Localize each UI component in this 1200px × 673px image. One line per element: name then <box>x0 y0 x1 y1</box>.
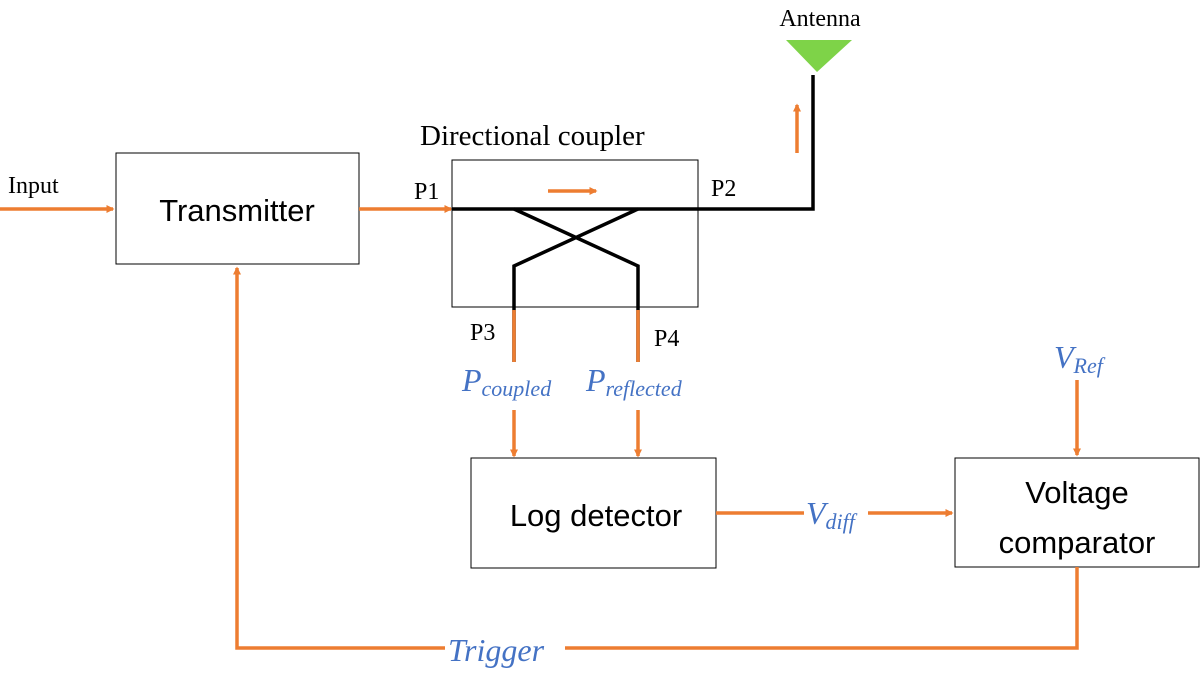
directional-coupler-block <box>451 159 699 308</box>
port-p4-label: P4 <box>654 326 679 352</box>
port-p3-label: P3 <box>470 320 495 346</box>
trigger-label: Trigger <box>448 632 545 668</box>
input-label: Input <box>8 173 59 199</box>
antenna-label: Antenna <box>779 6 861 32</box>
port-p2-label: P2 <box>711 176 736 202</box>
transmitter-block <box>115 152 360 265</box>
v-ref-label: VRef <box>1054 339 1106 378</box>
through-line <box>452 75 815 211</box>
v-diff-label: Vdiff <box>806 495 858 534</box>
voltage-comparator-label-line1: Voltage <box>1025 475 1128 510</box>
antenna-icon <box>786 40 852 72</box>
voltage-comparator-block <box>954 457 1200 568</box>
transmitter-label: Transmitter <box>159 193 315 228</box>
p-coupled-label: Pcoupled <box>461 362 552 401</box>
log-detector-label: Log detector <box>510 498 682 533</box>
log-detector-block <box>470 457 717 569</box>
directional-coupler-title: Directional coupler <box>420 120 645 152</box>
trigger-feedback-line-left <box>233 266 445 650</box>
p-reflected-label: Preflected <box>585 362 683 401</box>
voltage-comparator-label-line2: comparator <box>999 525 1156 560</box>
trigger-feedback-line-right <box>565 567 1079 650</box>
port-p1-label: P1 <box>414 179 439 205</box>
